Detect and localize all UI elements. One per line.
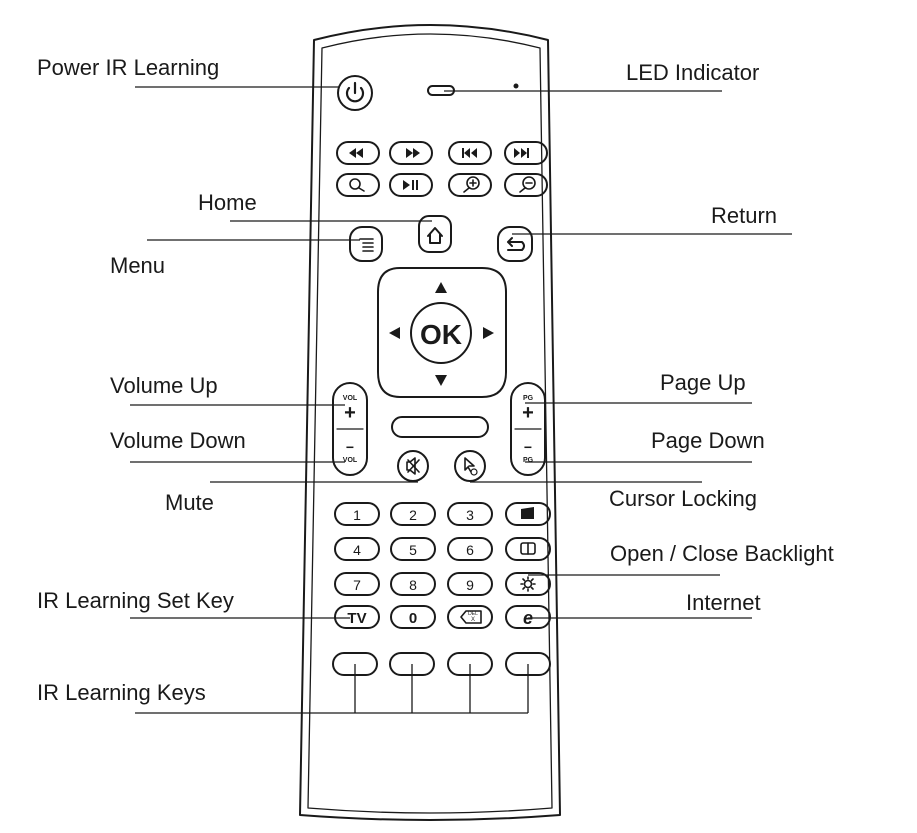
label-mute: Mute <box>165 490 214 515</box>
label-internet: Internet <box>686 590 761 615</box>
zoom-in-button <box>448 173 492 197</box>
arrow-right-icon <box>483 327 494 339</box>
key-7-label: 7 <box>353 577 361 593</box>
key-8-label: 8 <box>409 577 417 593</box>
label-open-close-backlight: Open / Close Backlight <box>610 541 834 566</box>
key-del <box>447 605 493 629</box>
key-1 <box>334 502 380 526</box>
search-button <box>336 173 380 197</box>
pg-up-label: PG <box>523 395 534 402</box>
key-internet <box>505 605 551 629</box>
zoom-in-icon <box>466 176 480 190</box>
key-0 <box>390 605 436 629</box>
cursor-icon <box>464 457 475 473</box>
key-6-label: 6 <box>466 542 474 558</box>
menu-icon <box>359 238 374 252</box>
vol-down-label: VOL <box>343 457 358 464</box>
key-5 <box>390 537 436 561</box>
arrow-down-icon <box>435 375 447 386</box>
forward-button <box>389 141 433 165</box>
forward-icon <box>406 148 413 158</box>
prev-icon <box>462 148 464 158</box>
play-pause-icon <box>403 180 410 190</box>
zoom-out-icon <box>522 176 536 190</box>
next-button <box>504 141 548 165</box>
label-page-down: Page Down <box>651 428 765 453</box>
ok-label: OK <box>420 319 462 350</box>
rewind-icon <box>349 148 356 158</box>
return-icon <box>507 237 525 251</box>
zoom-out-button <box>504 173 548 197</box>
search-icon <box>349 178 361 190</box>
label-page-up: Page Up <box>660 370 746 395</box>
label-ir-learning-keys: IR Learning Keys <box>37 680 206 705</box>
key-3 <box>447 502 493 526</box>
mute-button <box>397 450 429 482</box>
key-4 <box>334 537 380 561</box>
vol-plus: + <box>344 402 356 424</box>
del-icon <box>460 610 482 624</box>
prev-button <box>448 141 492 165</box>
menu-button <box>349 226 383 262</box>
key-8 <box>390 572 436 596</box>
next-icon <box>514 148 520 158</box>
del-label: DEL <box>468 611 478 617</box>
key-1-label: 1 <box>353 507 361 523</box>
label-volume-down: Volume Down <box>110 428 246 453</box>
volume-rocker <box>332 382 368 476</box>
label-volume-up: Volume Up <box>110 373 218 398</box>
key-5-label: 5 <box>409 542 417 558</box>
arrow-left-icon <box>389 327 400 339</box>
key-backlight <box>505 572 551 596</box>
vol-minus: − <box>346 439 354 455</box>
label-cursor-locking: Cursor Locking <box>609 486 757 511</box>
key-9-label: 9 <box>466 577 474 593</box>
play-pause-button <box>389 173 433 197</box>
arrow-up-icon <box>435 282 447 293</box>
key-7 <box>334 572 380 596</box>
leader-ir-keys <box>135 664 529 714</box>
ok-button <box>410 302 472 364</box>
remote-body-outline <box>299 24 561 821</box>
key-4-label: 4 <box>353 542 361 558</box>
label-ir-learning-set-key: IR Learning Set Key <box>37 588 234 613</box>
label-return: Return <box>711 203 778 228</box>
home-button <box>418 215 452 253</box>
key-split <box>505 537 551 561</box>
key-3-label: 3 <box>466 507 474 523</box>
power-icon <box>345 86 365 103</box>
label-home: Home <box>198 190 257 215</box>
label-led-indicator: LED Indicator <box>626 60 760 85</box>
label-power-ir-learning: Power IR Learning <box>37 55 220 80</box>
key-2-label: 2 <box>409 507 417 523</box>
remote-body-inner <box>307 33 553 814</box>
app-icon <box>521 507 534 519</box>
key-2 <box>390 502 436 526</box>
key-tv-label: TV <box>347 610 366 627</box>
key-app <box>505 502 551 526</box>
cursor-lock-button <box>454 450 486 482</box>
rewind-button <box>336 141 380 165</box>
key-6 <box>447 537 493 561</box>
dpad-ring <box>377 267 507 398</box>
pg-plus: + <box>522 402 534 424</box>
vol-up-label: VOL <box>343 395 358 402</box>
label-menu: Menu <box>110 253 166 278</box>
power-button <box>337 75 373 111</box>
backlight-icon <box>523 579 533 589</box>
key-9 <box>447 572 493 596</box>
center-oval-key <box>391 416 489 438</box>
return-button <box>497 226 533 262</box>
home-icon <box>427 227 443 244</box>
pg-down-label: PG <box>523 457 534 464</box>
pg-minus: − <box>524 439 532 455</box>
key-tv <box>334 605 380 629</box>
del-x-label: X <box>471 617 475 623</box>
page-rocker <box>510 382 546 476</box>
key-0-label: 0 <box>409 610 417 627</box>
